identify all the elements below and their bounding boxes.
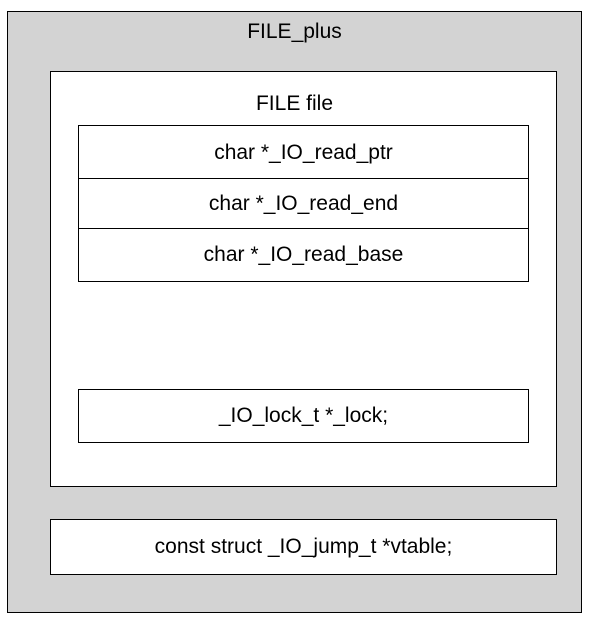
field-lock: _IO_lock_t *_lock; <box>78 389 529 443</box>
field-vtable-label: const struct _IO_jump_t *vtable; <box>154 535 453 558</box>
field-read-end-label: char *_IO_read_end <box>208 192 399 215</box>
field-read-end: char *_IO_read_end <box>78 178 529 230</box>
field-read-ptr: char *_IO_read_ptr <box>78 125 529 180</box>
field-read-base: char *_IO_read_base <box>78 228 529 282</box>
field-lock-label: _IO_lock_t *_lock; <box>218 404 389 427</box>
file-plus-struct-title: FILE_plus <box>247 20 342 43</box>
field-read-base-label: char *_IO_read_base <box>203 243 404 266</box>
field-read-ptr-label: char *_IO_read_ptr <box>214 140 393 164</box>
field-vtable: const struct _IO_jump_t *vtable; <box>50 519 557 575</box>
file-struct-title: FILE file <box>255 92 334 115</box>
